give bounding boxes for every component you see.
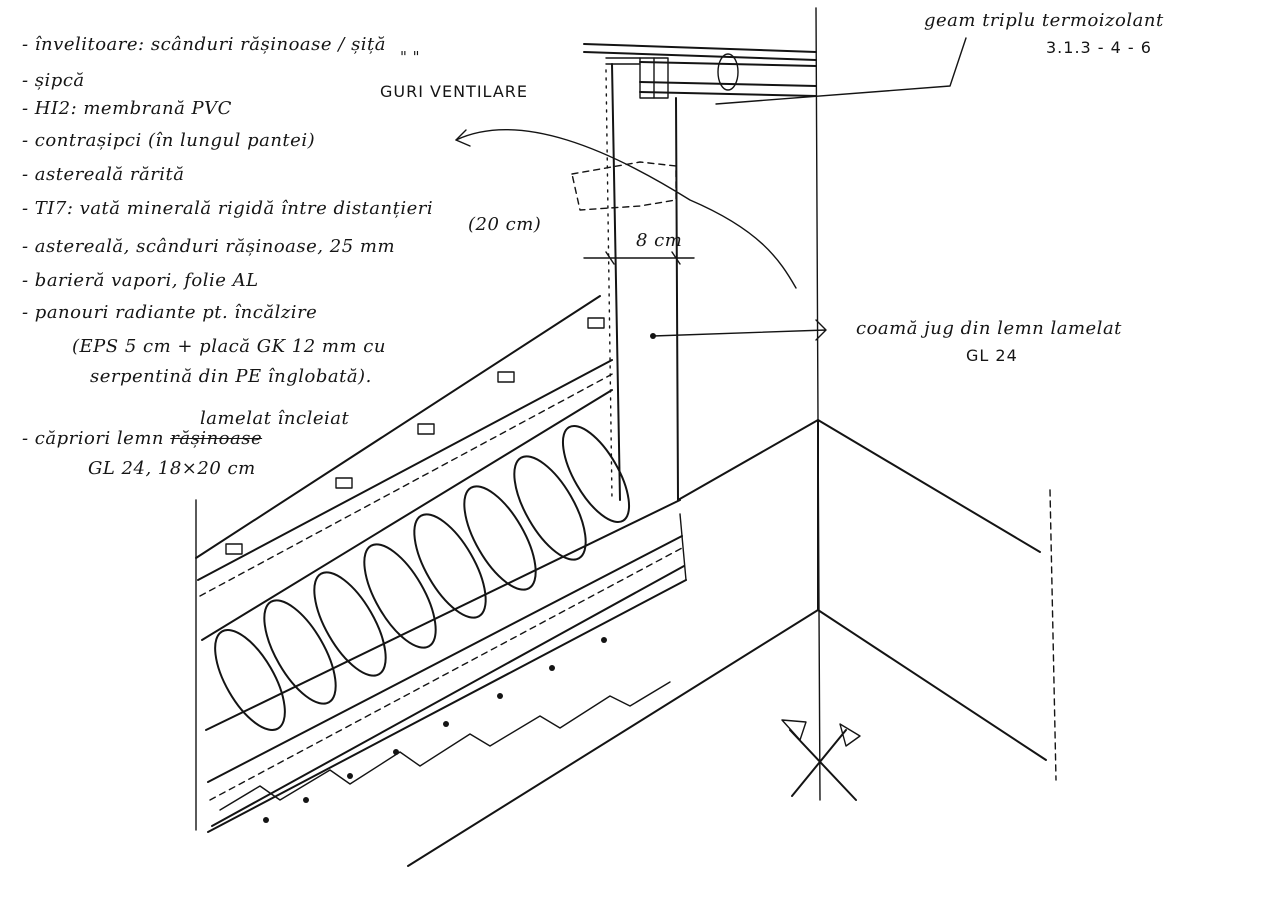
mineral-wool-insulation <box>214 424 631 731</box>
pipe-dots <box>263 637 607 823</box>
layer-note-panel-detail: (EPS 5 cm + placă GK 12 mm cu <box>72 336 386 357</box>
layer-note-mineral-wool: - TI7: vată minerală rigidă între distan… <box>22 198 434 219</box>
layer-note-sparse-boarding: - astereală rărită <box>22 164 185 185</box>
layer-note-counter-battens: - contrașipci (în lungul pantei) <box>22 130 316 151</box>
dimension-label: 8 cm <box>636 230 683 251</box>
battens <box>225 317 605 555</box>
ridge-beam-leader <box>652 319 827 341</box>
radiant-panel-zigzag <box>219 681 671 811</box>
layer-note-wool-thickness: (20 cm) <box>468 214 542 235</box>
vents-label: GURI VENTILARE <box>380 82 528 101</box>
vertical-axis-line <box>815 7 821 801</box>
rafter-size-note: GL 24, 18×20 cm <box>88 458 256 479</box>
layer-note-battens: - șipcă <box>22 70 85 91</box>
ridge-beam-label: coamă jug din lemn lamelat <box>856 318 1122 339</box>
layer-note-boarding: - astereală, scânduri rășinoase, 25 mm <box>22 236 396 257</box>
glazing-spec: 3.1.3 - 4 - 6 <box>1046 38 1152 57</box>
layer-note-radiant-panels: - panouri radiante pt. încălzire <box>22 302 318 323</box>
section-cut-marker <box>781 719 861 801</box>
vents-leader-curve <box>455 128 797 289</box>
rafter-inserted-note: lamelat încleiat <box>200 408 350 429</box>
rafter-struck-word: rășinoase <box>170 428 263 449</box>
glazing-leader <box>715 37 967 105</box>
layer-note-vapour-barrier: - barieră vapori, folie AL <box>22 270 259 291</box>
ridge-beam <box>605 63 679 501</box>
roof-slope-layers <box>195 295 687 833</box>
dimension-line-8cm <box>583 251 695 265</box>
rafter-note-label: - căpriori lemn <box>22 428 164 449</box>
rafter-note: - căpriori lemn rășinoase <box>22 428 262 449</box>
glazing-label: geam triplu termoizolant <box>924 10 1164 31</box>
glazing-frame <box>583 43 817 99</box>
layer-note-membrane: - HI2: membrană PVC <box>22 98 232 119</box>
vent-opening-outline <box>571 161 677 211</box>
layer-note-roofing: - învelitoare: scânduri rășinoase / șiță <box>22 34 387 55</box>
ridge-beam-grade: GL 24 <box>966 346 1018 365</box>
layer-note-panel-pipe: serpentină din PE înglobată). <box>90 366 372 387</box>
ditto-mark: " " <box>400 48 421 66</box>
room-perspective-lines <box>407 419 1057 867</box>
